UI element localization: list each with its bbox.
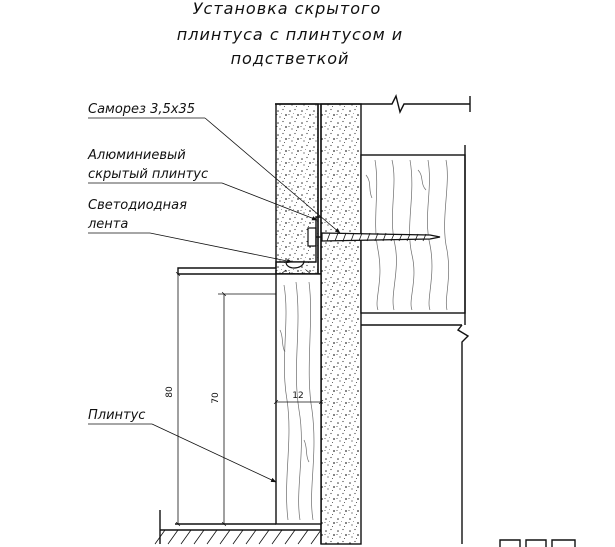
- drawing-title: Установка скрытого плинтуса с плинтусом …: [177, 0, 403, 68]
- label-screw: Саморез 3,5х35: [88, 102, 341, 234]
- dimension-80-text: 80: [165, 386, 175, 398]
- floor-bottom: [154, 510, 322, 545]
- dimension-80: 80: [165, 271, 181, 527]
- dimension-70-text: 70: [211, 392, 221, 404]
- dimension-12-text: 12: [292, 391, 303, 401]
- baseboard: [275, 273, 322, 525]
- title-line-1: Установка скрытого: [193, 0, 381, 18]
- title-line-3: подстветкой: [231, 49, 350, 68]
- label-aluminum-line-2: скрытый плинтус: [88, 167, 208, 182]
- label-led-line-2: лента: [87, 217, 128, 232]
- top-break-line: [275, 93, 471, 115]
- label-baseboard-text: Плинтус: [88, 408, 145, 423]
- label-led-strip: Светодиодная лента: [87, 198, 293, 264]
- dimension-70: 70: [211, 291, 276, 527]
- title-line-2: плинтуса с плинтусом и: [177, 25, 403, 44]
- dimension-12: 12: [273, 391, 324, 405]
- label-aluminum-profile: Алюминиевый скрытый плинтус: [87, 148, 318, 221]
- floor-right: [361, 324, 470, 544]
- label-led-line-1: Светодиодная: [88, 198, 187, 213]
- bottom-right-fragment: [499, 539, 576, 547]
- label-screw-text: Саморез 3,5х35: [88, 102, 195, 117]
- label-baseboard: Плинтус: [88, 408, 277, 483]
- label-aluminum-line-1: Алюминиевый: [87, 148, 186, 163]
- screw-icon: [307, 227, 441, 247]
